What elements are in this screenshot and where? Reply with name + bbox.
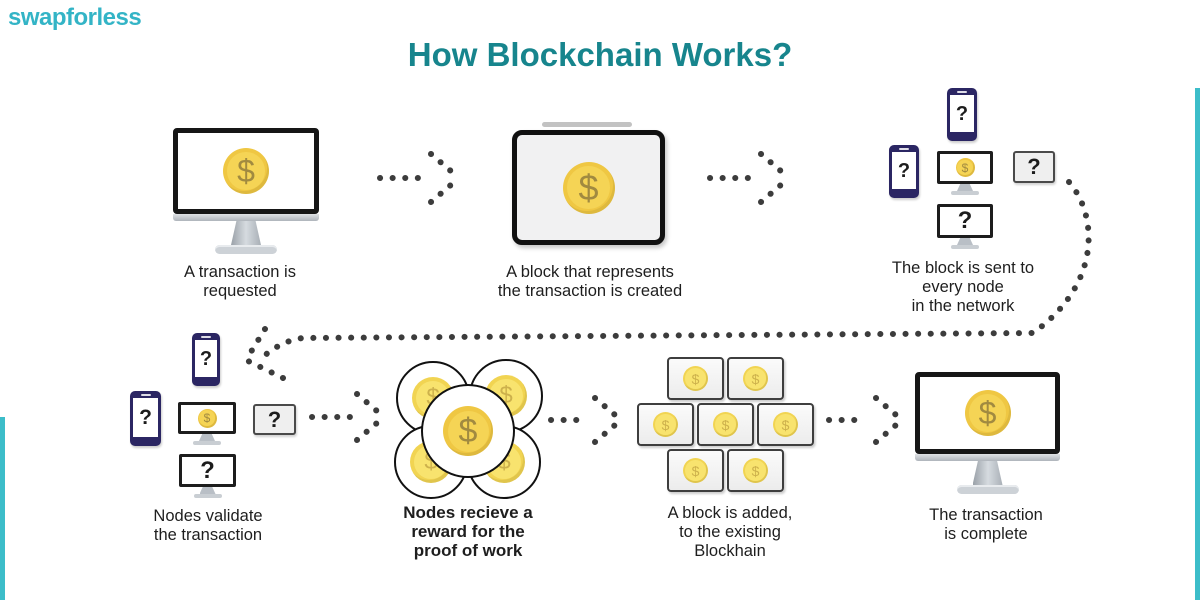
monitor-base [215, 245, 277, 254]
monitor-stand [972, 461, 1003, 485]
step2-caption: A block that represents the transaction … [497, 263, 683, 300]
node-phone-icon: ? [947, 88, 977, 141]
swapforless-logo[interactable]: swapforless [8, 4, 142, 31]
coin-icon: $ [743, 366, 768, 391]
reward-center-circle: $ [421, 384, 515, 478]
coin-icon: $ [713, 412, 738, 437]
dollar-coin-icon: $ [197, 408, 217, 428]
blockchain-block: $ [667, 357, 724, 400]
blockchain-block: $ [637, 403, 694, 446]
question-mark: ? [200, 456, 215, 484]
node-phone-icon: ? [130, 391, 161, 446]
dollar-sign: $ [751, 370, 760, 387]
coin-icon: $ [683, 366, 708, 391]
dollar-sign: $ [961, 160, 969, 175]
right-edge-accent-bar [1195, 88, 1200, 600]
coin-icon: $ [653, 412, 678, 437]
monitor-chin [173, 214, 319, 221]
monitor-base [193, 441, 221, 445]
node-monitor-coin-icon: $ [178, 402, 236, 445]
dollar-sign: $ [978, 395, 997, 431]
dollar-sign: $ [661, 416, 670, 433]
dollar-coin-icon: $ [443, 406, 493, 456]
question-mark: ? [139, 406, 152, 429]
question-mark: ? [199, 347, 213, 370]
node-tablet-icon: ? [1013, 151, 1055, 183]
step6-caption: A block is added, to the existing Blockh… [667, 504, 793, 560]
dollar-sign: $ [578, 166, 599, 208]
phone-speaker [957, 91, 967, 93]
dollar-sign: $ [691, 370, 700, 387]
step2-tablet-icon: $ [512, 130, 665, 245]
arrow-step2-to-step3 [707, 151, 792, 205]
monitor-stand [957, 238, 973, 245]
question-mark: ? [1027, 154, 1041, 179]
monitor-base [951, 245, 979, 249]
monitor-stand [199, 434, 215, 441]
node-monitor-coin-icon: $ [937, 151, 993, 195]
dollar-coin-icon: $ [223, 148, 269, 194]
node-phone-icon: ? [889, 145, 919, 198]
monitor-stand [957, 184, 973, 191]
dollar-sign: $ [751, 462, 760, 479]
monitor-base [956, 485, 1019, 494]
node-monitor-icon: ? [937, 204, 993, 249]
page-title: How Blockchain Works? [407, 36, 793, 73]
coin-icon: $ [683, 458, 708, 483]
dollar-coin-icon: $ [955, 158, 975, 177]
monitor-base [193, 494, 222, 498]
step1-caption: A transaction is requested [184, 263, 296, 300]
step7-caption: The transaction is complete [929, 506, 1043, 543]
question-mark: ? [897, 159, 911, 182]
monitor-stand [231, 221, 261, 245]
monitor-base [951, 191, 979, 195]
step1-desktop-computer-icon: $ [173, 128, 319, 254]
phone-speaker [140, 394, 151, 396]
blockchain-block: $ [667, 449, 724, 492]
blockchain-block: $ [757, 403, 814, 446]
left-edge-accent-bar [0, 417, 5, 600]
blockchain-block: $ [697, 403, 754, 446]
coin-icon: $ [743, 458, 768, 483]
node-monitor-icon: ? [179, 454, 236, 498]
node-tablet-icon: ? [253, 404, 296, 435]
arrow-step1-to-step2 [377, 151, 462, 205]
blockchain-block: $ [727, 449, 784, 492]
step7-desktop-computer-icon: $ [915, 372, 1060, 494]
arrow-step4-to-step5 [309, 391, 387, 443]
dollar-sign: $ [458, 412, 478, 450]
step4-caption: Nodes validate the transaction [153, 507, 263, 544]
blockchain-block: $ [727, 357, 784, 400]
step5-caption: Nodes recieve a reward for the proof of … [403, 503, 533, 560]
arrow-step5-to-step6 [548, 395, 624, 445]
phone-speaker [899, 148, 909, 150]
monitor-screen: $ [173, 128, 319, 214]
node-phone-icon: ? [192, 333, 220, 386]
dollar-sign: $ [721, 416, 730, 433]
dollar-coin-icon: $ [562, 161, 615, 214]
tablet-stylus [542, 122, 632, 127]
question-mark: ? [957, 207, 973, 234]
monitor-chin [915, 454, 1060, 461]
coin-icon: $ [773, 412, 798, 437]
dollar-sign: $ [203, 411, 211, 425]
question-mark: ? [955, 102, 969, 125]
dollar-sign: $ [691, 462, 700, 479]
phone-speaker [201, 336, 211, 338]
dollar-sign: $ [781, 416, 790, 433]
arrow-step6-to-step7 [826, 395, 905, 445]
dollar-coin-icon: $ [964, 390, 1011, 436]
monitor-screen: $ [915, 372, 1060, 454]
step3-caption: The block is sent to every node in the n… [891, 259, 1035, 315]
monitor-stand [199, 487, 216, 494]
question-mark: ? [267, 406, 282, 432]
dollar-sign: $ [237, 153, 255, 189]
